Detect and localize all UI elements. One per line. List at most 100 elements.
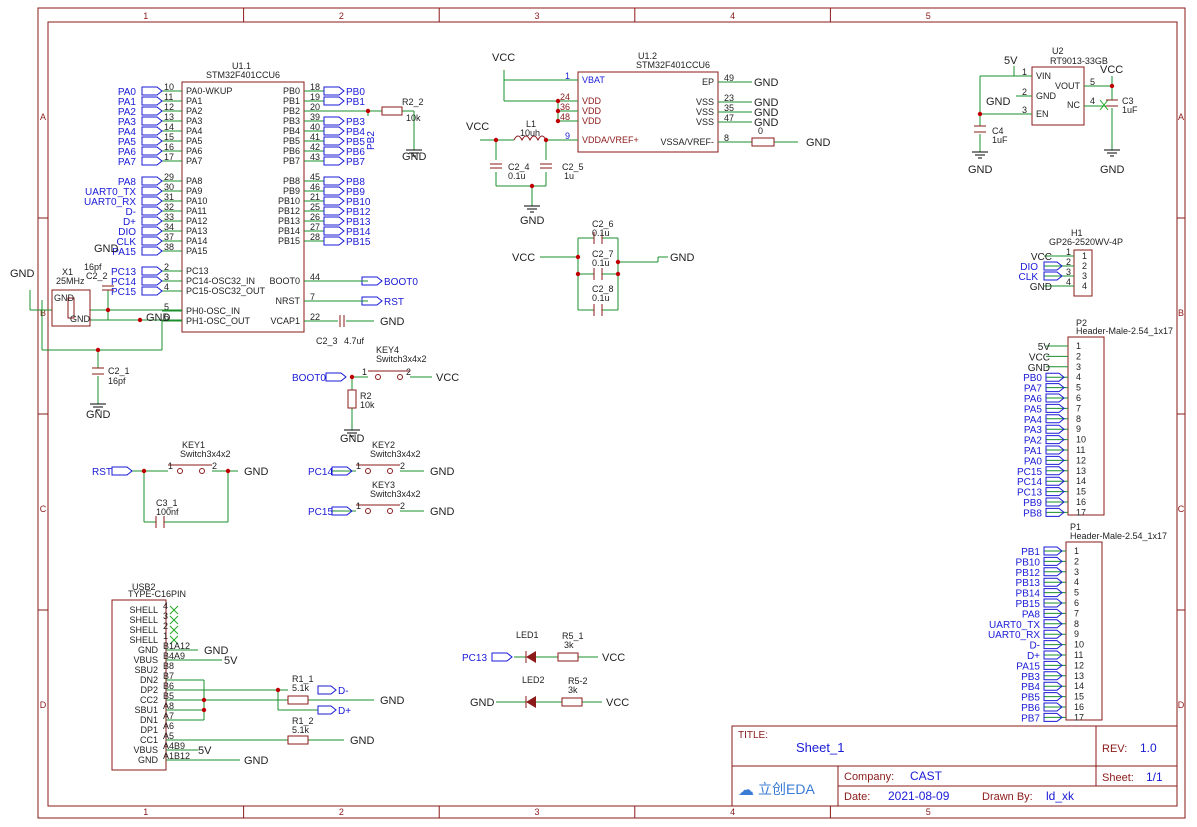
p1-net-label: PB10 — [1016, 557, 1041, 568]
u1-1-net-flag — [141, 86, 163, 96]
key3-ref: KEY3 — [372, 480, 395, 490]
u1-2-pin-num: 49 — [724, 73, 734, 83]
u1-1-pin-num: 7 — [310, 292, 315, 302]
c3-capacitor — [1106, 99, 1118, 107]
u1-2-pin-num: 1 — [565, 71, 570, 81]
drawn-label: Drawn By: — [982, 791, 1033, 803]
c2-8-ref: C2_8 — [592, 284, 614, 294]
gnd-key1: GND — [244, 466, 269, 478]
c2-2-ref: C2_2 — [86, 271, 108, 281]
u2-pin-name: VOUT — [1055, 81, 1081, 91]
p2-net-label: PB9 — [1023, 498, 1042, 509]
netlabel-d-minus: D- — [338, 686, 349, 697]
u1-1-net-flag — [141, 206, 163, 216]
r5-1-resistor — [557, 652, 579, 662]
p2-net-flag — [1045, 476, 1065, 486]
frame-col-label-bottom: 2 — [339, 807, 344, 817]
c2-2-capacitor — [102, 285, 114, 291]
p2-pin-num: 9 — [1076, 424, 1081, 434]
p1-net-flag — [1043, 556, 1063, 566]
usb-part: TYPE-C16PIN — [128, 589, 186, 599]
p1-net-label: PB3 — [1021, 672, 1040, 683]
netlabel-rst: RST — [384, 297, 404, 308]
u1-1-net-label: PA1 — [118, 97, 137, 108]
x1-crystal — [51, 289, 91, 327]
u1-1-net-label: CLK — [117, 237, 137, 248]
u1-1-pin-num: 22 — [310, 312, 320, 322]
p2-pin-num: 13 — [1076, 466, 1086, 476]
u1-1-pin-name: PA3 — [186, 116, 202, 126]
p2-pin-num: 15 — [1076, 487, 1086, 497]
u2-ref: U2 — [1052, 46, 1064, 56]
u1-2-pin-name: VDDA/VREF+ — [582, 135, 639, 145]
frame-col-label-bottom: 1 — [143, 807, 148, 817]
gnd-u2: GND — [986, 96, 1011, 108]
u1-2-pin-name: VDD — [582, 116, 602, 126]
u1-1-net-label: D+ — [123, 217, 136, 228]
frame-row-label-right: C — [1178, 504, 1185, 514]
junction-dot — [615, 259, 621, 265]
u1-1-pin-num: 4 — [164, 282, 169, 292]
u1-1-net-label: PB6 — [346, 147, 365, 158]
u1-1-pin-num: 29 — [164, 172, 174, 182]
gnd-r2: GND — [340, 433, 365, 445]
key2-val: Switch3x4x2 — [370, 449, 421, 459]
h1-ref: H1 — [1071, 228, 1083, 238]
c3-ref: C3 — [1122, 96, 1134, 106]
h1-pin-num: 3 — [1066, 267, 1071, 277]
netlabel-rst-2: RST — [92, 467, 112, 478]
u1-1-net-flag — [141, 126, 163, 136]
rev-label: REV: — [1102, 743, 1127, 755]
u1-2-pin-name: VBAT — [582, 75, 605, 85]
u1-1-net-label: PB14 — [346, 227, 371, 238]
h1-part: GP26-2520WV-4P — [1049, 237, 1123, 247]
u1-1-net-flag — [323, 146, 345, 156]
p2-net-flag — [1045, 466, 1065, 476]
p2-pin-num: 14 — [1076, 476, 1086, 486]
u1-1-net-label: PB1 — [346, 97, 365, 108]
u1-1-pin-num: 3 — [164, 272, 169, 282]
title-block: TITLE: Sheet_1 REV: 1.0 ☁ 立创EDA Company:… — [731, 725, 1178, 807]
frame-row-label-right: B — [1178, 308, 1184, 318]
p1-pin-num: 8 — [1074, 619, 1079, 629]
usb-pin-num: 2 — [163, 621, 168, 631]
u1-2-pin-num: 9 — [565, 131, 570, 141]
u1-1-pin-name: PA4 — [186, 126, 202, 136]
p1-pin-num: 9 — [1074, 629, 1079, 639]
p2-pin-num: 8 — [1076, 414, 1081, 424]
h1-power-label: GND — [1030, 282, 1052, 293]
u1-1-net-flag — [323, 186, 345, 196]
c2-8-capacitor — [593, 304, 603, 316]
u1-1-pin-num: 18 — [310, 82, 320, 92]
p1-net-flag — [1043, 640, 1063, 650]
usb-pin-num: A1B12 — [163, 751, 190, 761]
usb-pin-name: DN1 — [140, 715, 158, 725]
gnd-c3: GND — [1100, 164, 1125, 176]
junction-dot — [141, 468, 147, 474]
title-value: Sheet_1 — [796, 740, 844, 755]
c2-2-val: 16pf — [84, 262, 102, 272]
u2-pin-num: 3 — [1022, 105, 1027, 115]
c3-val: 1uF — [1122, 105, 1138, 115]
c2-7-ref: C2_7 — [592, 249, 614, 259]
p1-net-label: PA8 — [1022, 609, 1041, 620]
h1-pin-num: 1 — [1066, 247, 1071, 257]
u1-1-pin-name: VCAP1 — [270, 316, 300, 326]
p2-ref: P2 — [1076, 318, 1087, 328]
r2-resistor — [347, 389, 357, 409]
u1-1-net-flag — [141, 196, 163, 206]
p2-net-flag — [1045, 435, 1065, 445]
usb-pin-num: A7 — [163, 711, 174, 721]
p2-net-flag — [1045, 497, 1065, 507]
p2-pin-num: 7 — [1076, 403, 1081, 413]
junction-dot — [105, 307, 111, 313]
u1-1-pin-name: PA0-WKUP — [186, 86, 232, 96]
netlabel-d-plus: D+ — [338, 706, 351, 717]
p1-net-flag — [1043, 619, 1063, 629]
p1-net-label: PB4 — [1021, 682, 1040, 693]
r5-1-val: 3k — [564, 640, 574, 650]
u1-1-net-flag — [141, 146, 163, 156]
p2-net-label: PC15 — [1017, 467, 1042, 478]
key1-val: Switch3x4x2 — [180, 449, 231, 459]
